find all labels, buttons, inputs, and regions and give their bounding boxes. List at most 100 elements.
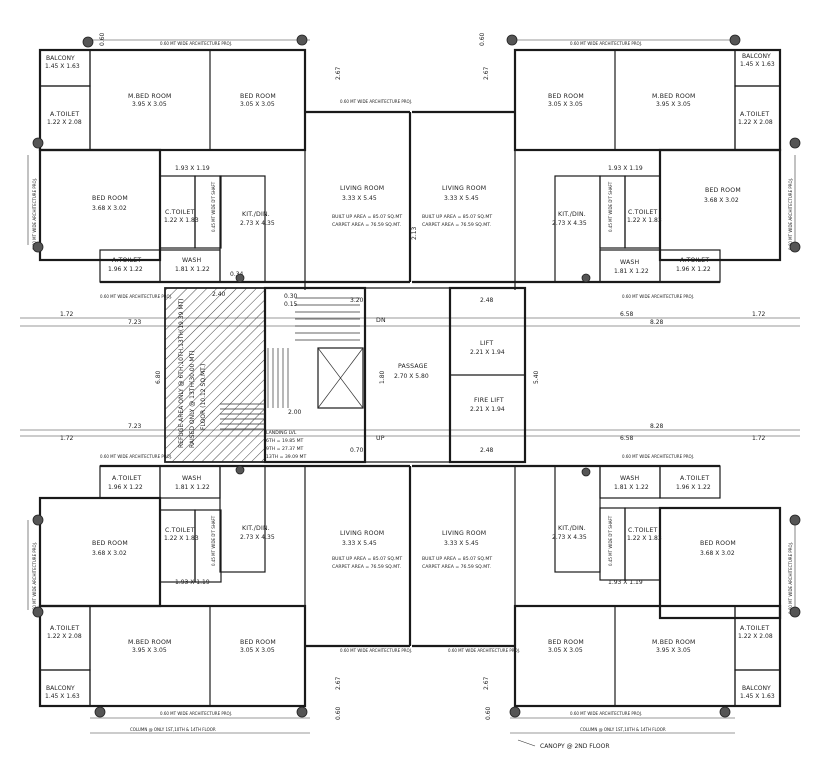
dim-658-right-bottom: 6.58 [620,435,634,442]
refuge-text-3: FLOOR (10.12 SQ.MT.) [200,364,207,430]
flat-top-left [38,48,410,290]
column-note-bottom-left: COLUMN @ ONLY 1ST,10TH & 14TH FLOOR [130,727,216,732]
atoilet-label-tr: A.TOILET [740,111,769,118]
dim-193-tr: 1.93 X 1.19 [608,165,643,172]
living-size-br: 3.33 X 5.45 [444,540,479,547]
kit-size-bl: 2.73 X 4.35 [240,534,275,541]
shaft-br: 0.45 MT WIDE D'T SHAFT [608,515,613,566]
dim-658-right-top: 6.58 [620,311,634,318]
living-label-tr: LIVING ROOM [442,185,486,192]
wash-label-tl: WASH [182,257,202,264]
dim-723-left-bottom: 7.23 [128,423,142,430]
atoilet-size-tl: 1.22 X 2.08 [47,119,82,126]
balcony-size-tl: 1.45 X 1.63 [45,63,80,70]
ctoilet-label-br: C.TOILET [628,527,658,534]
bed-size-tr: 3.05 X 3.05 [548,101,583,108]
dim-248-top: 2.48 [480,297,494,304]
dim-267-bottom-right: 2.67 [483,676,490,690]
arch-proj-lower-right-small: 0.60 MT WIDE ARCHITECTURE PROJ. [622,454,694,459]
ctoilet-label-tl: C.TOILET [165,209,195,216]
kit-size-br: 2.73 X 4.35 [552,534,587,541]
mbed-size-br: 3.95 X 3.05 [656,647,691,654]
carpet-br: CARPET AREA = 76.59 SQ.MT. [422,564,491,570]
flat-bottom-right [412,464,782,708]
arch-proj-bottom-left: 0.60 MT WIDE ARCHITECTURE PROJ. [160,711,232,716]
living-label-bl: LIVING ROOM [340,530,384,537]
balcony-size-bl: 1.45 X 1.63 [45,693,80,700]
bed-size-bl: 3.05 X 3.05 [240,647,275,654]
dim-680-vertical: 6.80 [155,370,162,384]
carpet-tr: CARPET AREA = 76.59 SQ.MT. [422,222,491,228]
living-size-bl: 3.33 X 5.45 [342,540,377,547]
atoilet-label-tl: A.TOILET [50,111,79,118]
builtup-tl: BUILT UP AREA = 85.07 SQ.MT [332,214,402,220]
bed-label-br: BED ROOM [548,639,584,646]
ctoilet-size-br: 1.22 X 1.83 [627,535,662,542]
bedside-label-br: BED ROOM [700,540,736,547]
kit-label-tr: KIT./DIN. [558,211,586,218]
atoilet-small-label-bl: A.TOILET [112,475,141,482]
floor-level-3: 13TH = 39.09 MT [266,454,306,460]
arch-proj-side-left-top: 0.60 MT WIDE ARCHITECTURE PROJ. [32,178,37,250]
wash-label-tr: WASH [620,259,640,266]
canopy-label: CANOPY @ 2ND FLOOR [540,743,610,750]
wash-size-tr: 1.81 X 1.22 [614,268,649,275]
dim-828-right-bottom: 8.28 [650,423,664,430]
atoilet-label-bl: A.TOILET [50,625,79,632]
atoilet-small-label-br: A.TOILET [680,475,709,482]
ctoilet-label-bl: C.TOILET [165,527,195,534]
mbed-label-br: M.BED ROOM [652,639,696,646]
core [164,286,527,464]
mbed-label-bl: M.BED ROOM [128,639,172,646]
ctoilet-size-tr: 1.22 X 1.83 [627,217,662,224]
arch-proj-side-right-bottom: 0.60 MT WIDE ARCHITECTURE PROJ. [788,542,793,614]
dim-015: 0.15 [284,301,298,308]
atoilet-small-size-bl: 1.96 X 1.22 [108,484,143,491]
flat-top-right [408,48,782,290]
shaft-tr: 0.45 MT WIDE D'T SHAFT [608,181,613,232]
atoilet-small-size-br: 1.96 X 1.22 [676,484,711,491]
refuge-text-2: RAISED ONLY @ 13TH(30.00 MT) [189,350,196,448]
dim-320-top: 3.20 [350,297,364,304]
living-label-br: LIVING ROOM [442,530,486,537]
columns [32,34,801,718]
dim-172-left-top: 1.72 [60,311,74,318]
dim-172-right-bottom: 1.72 [752,435,766,442]
shaft-tl: 0.45 MT WIDE D'T SHAFT [211,181,216,232]
balcony-label-bl: BALCONY [46,685,75,692]
passage-label: PASSAGE [398,363,428,370]
bedside-label-bl: BED ROOM [92,540,128,547]
fire-lift-size: 2.21 X 1.94 [470,406,505,413]
arch-proj-side-left-bottom: 0.60 MT WIDE ARCHITECTURE PROJ. [32,542,37,614]
dim-193-tl: 1.93 X 1.19 [175,165,210,172]
bed-size-br: 3.05 X 3.05 [548,647,583,654]
builtup-br: BUILT UP AREA = 85.07 SQ.MT [422,556,492,562]
wash-label-br: WASH [620,475,640,482]
arch-proj-lower-mid-left: 0.60 MT WIDE ARCHITECTURE PROJ. [340,648,412,653]
builtup-bl: BUILT UP AREA = 85.07 SQ.MT [332,556,402,562]
dim-060-top-right: 0.60 [479,32,486,46]
balcony-label-br: BALCONY [742,685,771,692]
carpet-bl: CARPET AREA = 76.59 SQ.MT. [332,564,401,570]
kit-label-tl: KIT./DIN. [242,211,270,218]
dim-060-top-left: 0.60 [99,32,106,46]
fire-lift-label: FIRE LIFT [474,397,504,404]
passage-size: 2.70 X 5.80 [394,373,429,380]
mbed-label-tr: M.BED ROOM [652,93,696,100]
ctoilet-size-tl: 1.22 X 1.83 [164,217,199,224]
carpet-tl: CARPET AREA = 76.59 SQ.MT. [332,222,401,228]
living-size-tl: 3.33 X 5.45 [342,195,377,202]
arch-proj-side-right-top: 0.60 MT WIDE ARCHITECTURE PROJ. [788,178,793,250]
atoilet-size-br: 1.22 X 2.08 [738,633,773,640]
lift-size: 2.21 X 1.94 [470,349,505,356]
atoilet-small-size-tl: 1.96 X 1.22 [108,266,143,273]
dim-540: 5.40 [533,370,540,384]
dim-267-top-right: 2.67 [483,66,490,80]
dim-070: 0.70 [350,447,364,454]
wash-size-bl: 1.81 X 1.22 [175,484,210,491]
dim-267-bottom-left: 2.67 [335,676,342,690]
mbed-size-bl: 3.95 X 3.05 [132,647,167,654]
dim-034: 0.34 [230,271,244,278]
kit-label-bl: KIT./DIN. [242,525,270,532]
living-size-tr: 3.33 X 5.45 [444,195,479,202]
